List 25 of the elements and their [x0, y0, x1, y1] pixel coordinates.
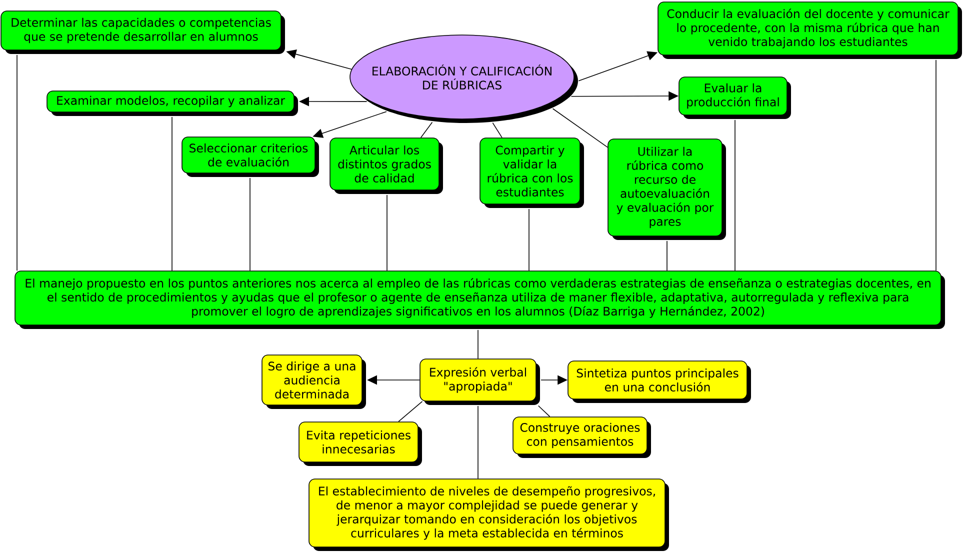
concept-box: Utilizar la rúbrica como recurso de autoevaluación y evaluación por pares	[608, 138, 726, 240]
connector-line	[734, 120, 736, 271]
concept-box: Evaluar la producción final	[678, 76, 791, 119]
summary-box: El establecimiento de niveles de desempeño progresivos, de menor a mayor complejidad se puede generar y jerarquizar tomando en consideración los objetivos curriculares y la meta establecida en términos	[308, 478, 669, 551]
connector-line	[420, 122, 433, 138]
concept-box: Seleccionar criterios de evaluación	[182, 136, 319, 177]
concept-box: Compartir y validar la rúbrica con los estudiantes	[480, 138, 584, 208]
connector-line	[492, 122, 502, 138]
connector-line	[398, 401, 423, 422]
connector-line	[386, 194, 388, 271]
connector-line	[666, 240, 668, 271]
concept-box: Evita repeticiones innecesarias	[298, 422, 422, 466]
connector-line	[16, 54, 18, 271]
connector-line	[552, 108, 608, 148]
concept-box: Conducir la evaluación del docente y comunicar lo procedente, con la misma rúbrica que han venido trabajando los estudiantes	[658, 2, 962, 59]
summary-box: El manejo propuesto en los puntos anteriores nos acerca al empleo de las rúbricas como verdaderas estrategias de enseñanza o estrategias docentes, en el sentido de procedimientos y ayudas que el profesor o agente de enseñanza utiliza de maner flexible, adaptativa, autorregulada y reflexiva para promover el logro de aprendizajes significativos en los alumnos (Díaz Barriga y Hernández, 2002)	[14, 270, 945, 329]
concept-box: Determinar las capacidades o competencias que se pretende desarrollar en alumnos	[0, 10, 285, 54]
concept-box: Sintetiza puntos principales en una conclusión	[568, 360, 751, 403]
connector-line	[528, 208, 530, 271]
connector-line	[538, 405, 550, 417]
concept-box: Construye oraciones con pensamientos	[512, 416, 651, 458]
concept-box: Se dirige a una audiencia determinada	[262, 354, 366, 409]
concept-box: Examinar modelos, recopilar y analizar	[46, 90, 298, 116]
concept-box: Expresión verbal "apropiada"	[420, 358, 540, 405]
concept-box: Articular los distintos grados de calidad	[330, 138, 443, 194]
